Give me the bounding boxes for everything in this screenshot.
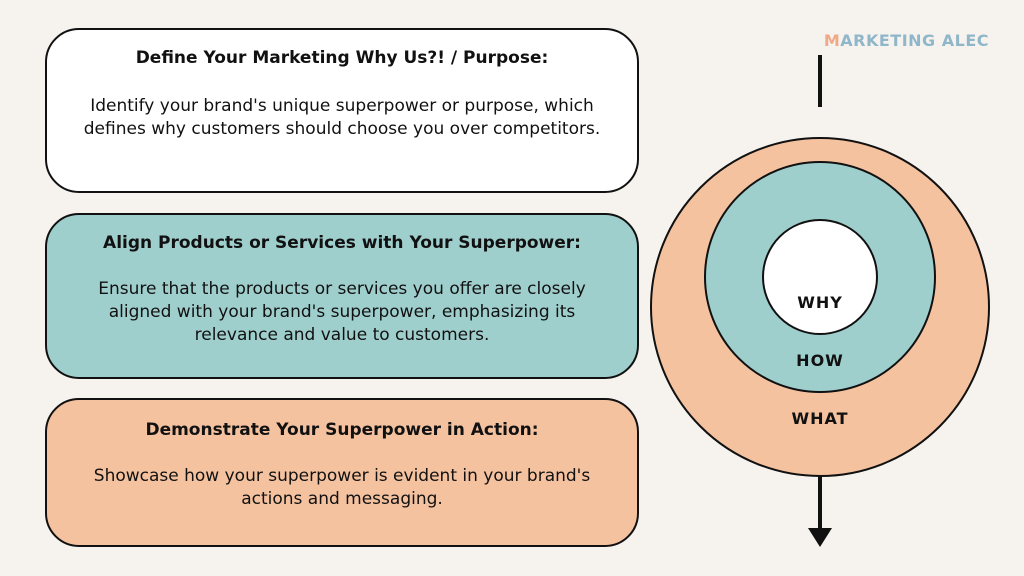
brand-logo-text: MARKETING ALEC xyxy=(823,31,989,50)
how-label: HOW xyxy=(796,351,844,370)
card-demonstrate: Demonstrate Your Superpower in Action: S… xyxy=(45,398,639,547)
why-label: WHY xyxy=(797,293,843,312)
card-purpose-body: Identify your brand's unique superpower … xyxy=(83,96,601,139)
card-purpose-title: Define Your Marketing Why Us?! / Purpose… xyxy=(135,48,549,68)
card-align-products-body: Ensure that the products or services you… xyxy=(98,279,586,345)
golden-circle-diagram: WHY HOW WHAT xyxy=(650,55,990,547)
brand-logo: MARKETING ALEC xyxy=(824,31,989,50)
card-demonstrate-body: Showcase how your superpower is evident … xyxy=(93,466,591,509)
card-align-products: Align Products or Services with Your Sup… xyxy=(45,213,639,379)
card-demonstrate-title: Demonstrate Your Superpower in Action: xyxy=(145,420,539,440)
card-align-products-title: Align Products or Services with Your Sup… xyxy=(103,233,581,253)
arrow-down-icon xyxy=(808,528,832,547)
inner-circle-why xyxy=(762,219,878,335)
card-purpose: Define Your Marketing Why Us?! / Purpose… xyxy=(45,28,639,193)
what-label: WHAT xyxy=(791,409,848,428)
